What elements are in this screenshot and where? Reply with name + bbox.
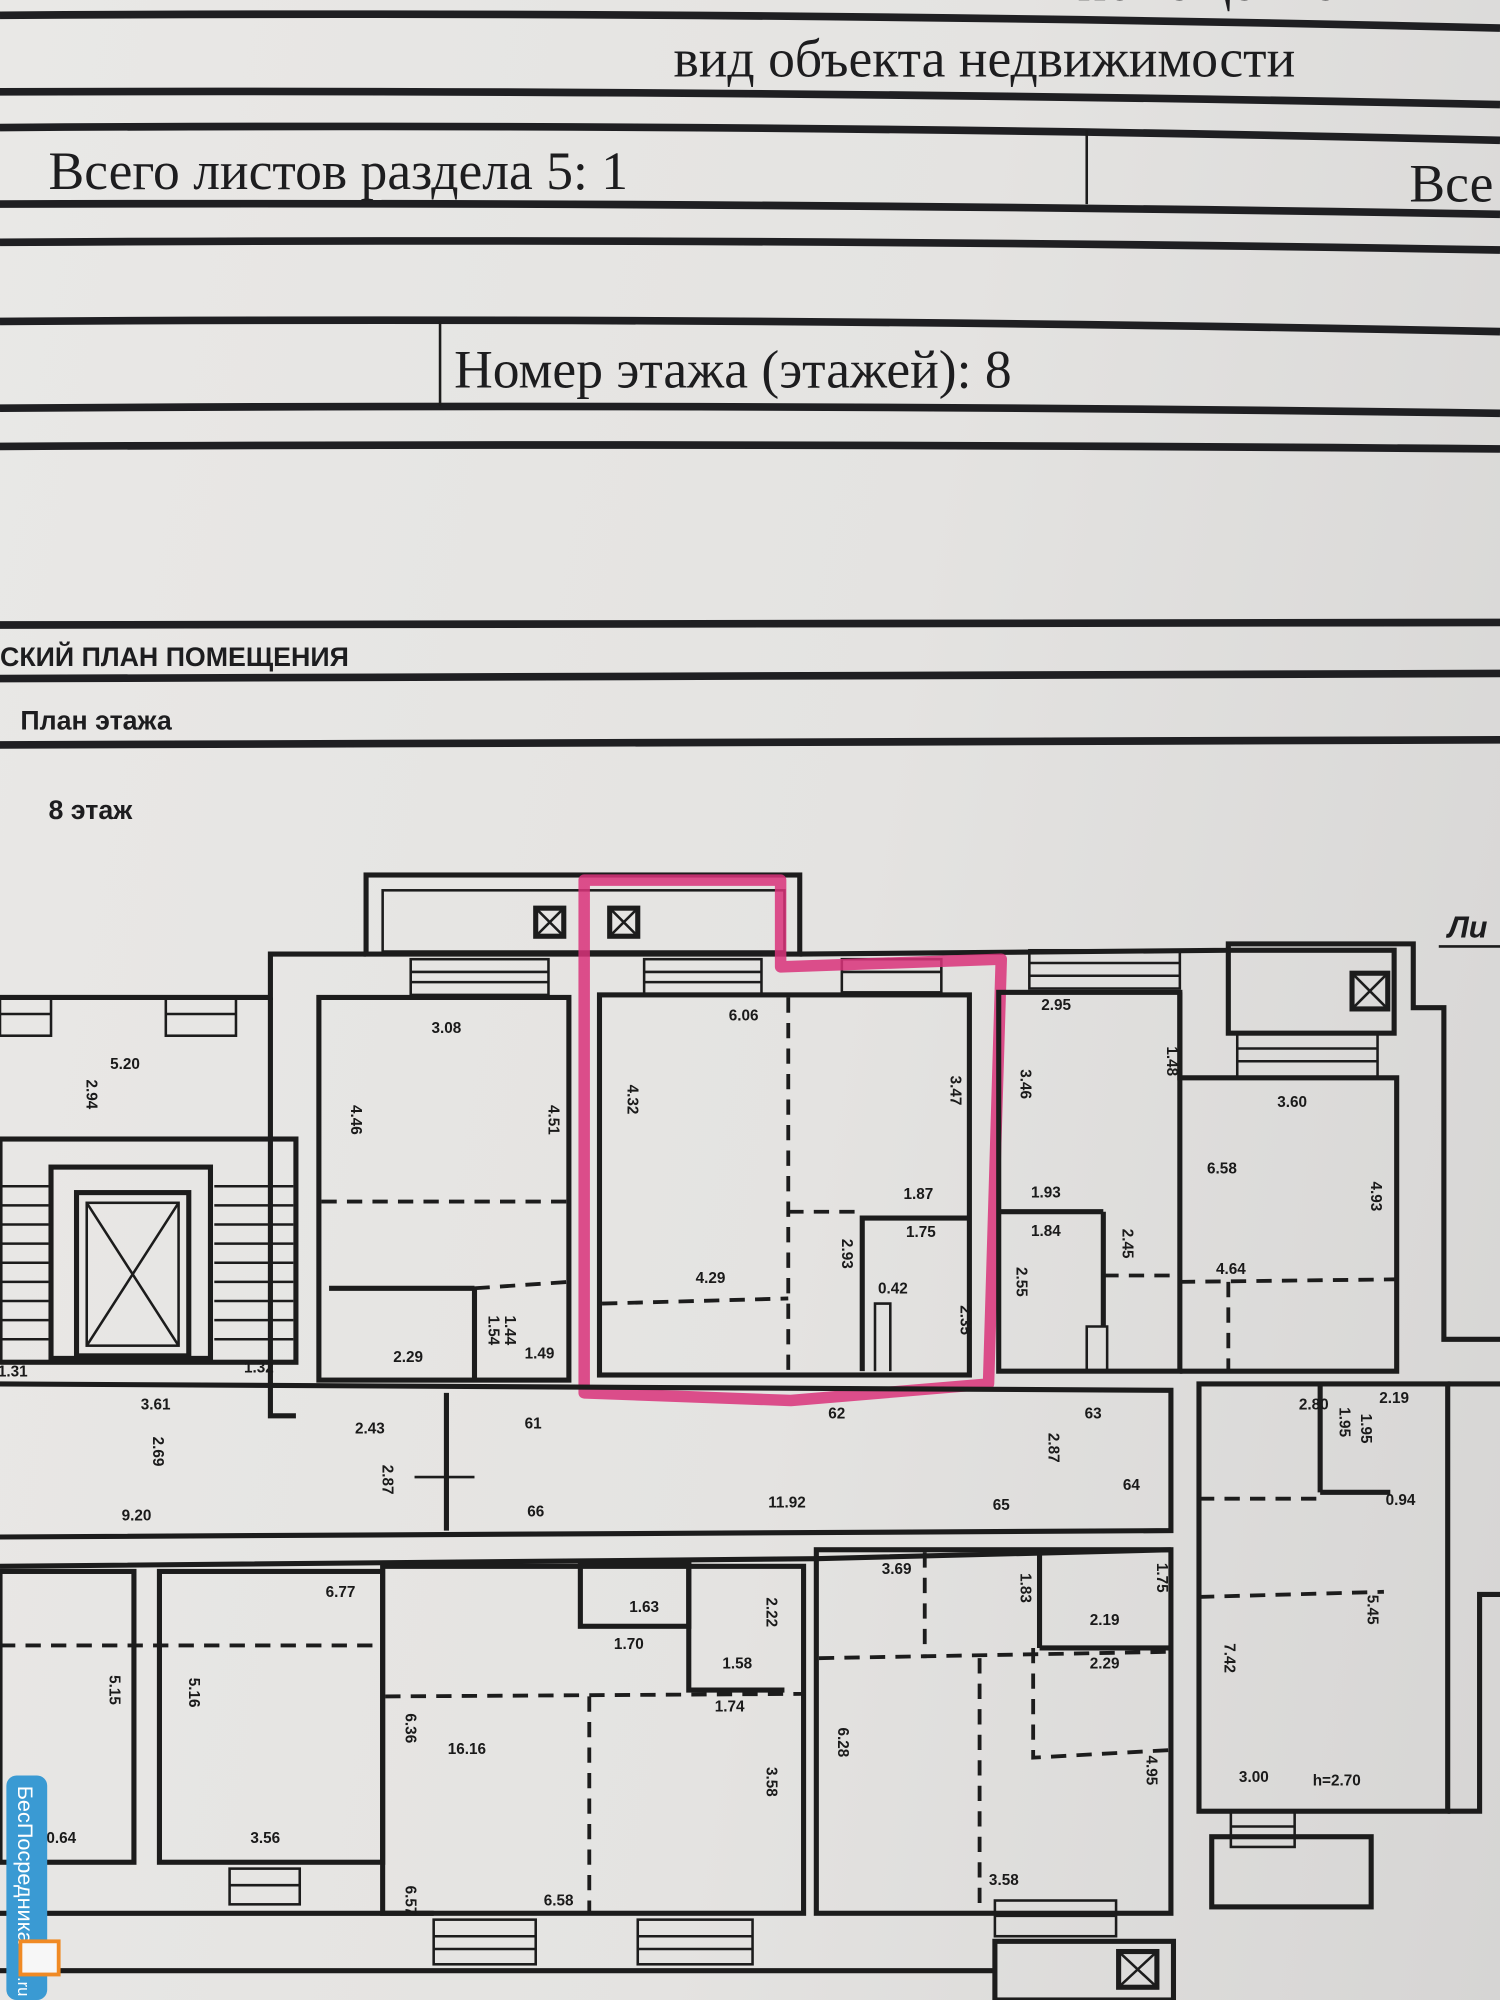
dimension-label: 1.95 bbox=[1357, 1414, 1374, 1444]
dimension-label: 0.42 bbox=[878, 1280, 908, 1297]
dimension-label: 1.87 bbox=[903, 1186, 933, 1203]
dimension-label: 6.77 bbox=[326, 1584, 356, 1601]
dimension-label: 2.45 bbox=[1118, 1229, 1135, 1259]
dimension-label: 3.46 bbox=[1016, 1069, 1033, 1099]
dimension-label: 1.44 bbox=[501, 1315, 518, 1345]
dimension-label: 5.16 bbox=[185, 1678, 202, 1708]
dimension-label: 1.48 bbox=[1163, 1046, 1180, 1076]
dimension-label: 65 bbox=[993, 1497, 1011, 1514]
dimension-label: 4.51 bbox=[544, 1105, 561, 1135]
dimension-label: 61 bbox=[525, 1416, 543, 1433]
dimension-label: 6.58 bbox=[544, 1893, 574, 1910]
dimension-label: 2.94 bbox=[83, 1079, 100, 1109]
dimension-label: 62 bbox=[828, 1405, 845, 1422]
dimension-label: 3.47 bbox=[946, 1076, 963, 1106]
dimension-label: 1.84 bbox=[1031, 1223, 1061, 1240]
dimension-label: 4.93 bbox=[1367, 1182, 1384, 1212]
dimension-label: 3.58 bbox=[989, 1872, 1019, 1889]
dimension-label: 1.83 bbox=[1016, 1573, 1033, 1603]
dimension-label: 2.29 bbox=[1090, 1655, 1120, 1672]
dimension-label: 1.70 bbox=[614, 1636, 644, 1653]
elevator-icon bbox=[73, 1190, 192, 1359]
stairs bbox=[0, 1184, 294, 1341]
watermark: БесПосредника .ru bbox=[6, 1775, 61, 2000]
dimension-label: 2.80 bbox=[1299, 1396, 1329, 1413]
dimension-label: 2.35 bbox=[956, 1305, 973, 1335]
dimension-label: 2.93 bbox=[838, 1239, 855, 1269]
dimension-label: 6.58 bbox=[1207, 1160, 1237, 1177]
section-subtitle: План этажа bbox=[20, 706, 172, 736]
dimension-label: 0.94 bbox=[1386, 1492, 1416, 1509]
dimension-label: h=2.70 bbox=[1313, 1773, 1361, 1790]
dimension-labels: 3.08 4.46 4.51 4.32 6.06 3.47 1.87 1.75 2.93 0.42… bbox=[0, 997, 1416, 1915]
dimension-label: 7.42 bbox=[1220, 1643, 1237, 1673]
dimension-label: 4.64 bbox=[1216, 1261, 1246, 1278]
dimension-label: 6.36 bbox=[402, 1713, 419, 1743]
dimension-label: 16.16 bbox=[448, 1741, 486, 1758]
dimension-label: 4.32 bbox=[624, 1085, 641, 1115]
dimension-label: 1.95 bbox=[1335, 1407, 1352, 1437]
dimension-label: 3.58 bbox=[763, 1767, 780, 1797]
section-title: СКИЙ ПЛАН ПОМЕЩЕНИЯ bbox=[0, 641, 349, 672]
dimension-label: 1.63 bbox=[629, 1599, 659, 1616]
dimension-label: 2.19 bbox=[1379, 1390, 1409, 1407]
dimension-label: 2.87 bbox=[379, 1465, 396, 1495]
dimension-label: 2.69 bbox=[149, 1437, 166, 1467]
dimension-label: 3.56 bbox=[250, 1830, 280, 1847]
floor-plan: 3.08 4.46 4.51 4.32 6.06 3.47 1.87 1.75 2.93 0.42… bbox=[0, 872, 1500, 2000]
dimension-label: 63 bbox=[1085, 1405, 1102, 1422]
dimension-label: 4.29 bbox=[696, 1270, 726, 1287]
dimension-label: 1.75 bbox=[1153, 1563, 1170, 1593]
dimension-label: 6.06 bbox=[729, 1007, 759, 1024]
dimension-label: 6.57 bbox=[402, 1886, 419, 1916]
dimension-label: 3.00 bbox=[1239, 1769, 1269, 1786]
dimension-label: 2.87 bbox=[1044, 1433, 1061, 1463]
dimension-label: 9.20 bbox=[122, 1507, 152, 1524]
dimension-label: 2.19 bbox=[1090, 1612, 1120, 1629]
dimension-label: 2.22 bbox=[763, 1597, 780, 1627]
dimension-label: 2.43 bbox=[355, 1421, 385, 1438]
dimension-label: 5.45 bbox=[1363, 1595, 1380, 1625]
vent-shaft-icon bbox=[533, 905, 641, 939]
bottom-windows bbox=[228, 1809, 1296, 1966]
watermark-text: БесПосредника bbox=[13, 1786, 38, 1945]
sheets-total-right-cut: Все bbox=[1409, 154, 1493, 214]
dimension-label: 3.61 bbox=[141, 1396, 171, 1413]
dimension-label: 2.95 bbox=[1041, 997, 1071, 1014]
dimension-label: 1.49 bbox=[525, 1345, 555, 1362]
floor-number: Номер этажа (этажей): 8 bbox=[454, 340, 1012, 400]
object-type-caption: вид объекта недвижимости bbox=[673, 29, 1295, 89]
plan-section-header: СКИЙ ПЛАН ПОМЕЩЕНИЯ План этажа 8 этаж Ли bbox=[0, 618, 1500, 948]
header-table: помещение вид объекта недвижимости Всего… bbox=[0, 0, 1500, 453]
dimension-label: 2.55 bbox=[1013, 1267, 1030, 1297]
dimension-label: 66 bbox=[527, 1504, 544, 1521]
dimension-label: 3.69 bbox=[882, 1561, 912, 1578]
dimension-label: 64 bbox=[1123, 1477, 1141, 1494]
dimension-label: 4.95 bbox=[1143, 1756, 1160, 1786]
dimension-label: 4.46 bbox=[347, 1105, 364, 1135]
dimension-label: 2.29 bbox=[393, 1349, 423, 1366]
dimension-label: 3.08 bbox=[432, 1020, 462, 1037]
apartment-highlight bbox=[578, 874, 1008, 1407]
dimension-label: 0.64 bbox=[46, 1830, 76, 1847]
dimension-label: 1.74 bbox=[715, 1699, 745, 1716]
dimension-label: 5.20 bbox=[110, 1056, 140, 1073]
cut-title: помещение bbox=[1078, 0, 1336, 12]
dimension-label: 1.58 bbox=[722, 1655, 752, 1672]
dimension-label: 3.60 bbox=[1277, 1094, 1307, 1111]
dimension-label: 1.31 bbox=[0, 1363, 28, 1380]
floor-label: 8 этаж bbox=[48, 795, 133, 825]
dimension-label: 1.75 bbox=[906, 1224, 936, 1241]
dimension-label: 5.15 bbox=[106, 1675, 123, 1705]
dimension-label: 11.92 bbox=[768, 1495, 805, 1512]
dimension-label: 1.54 bbox=[485, 1315, 502, 1345]
dimension-label: 1.93 bbox=[1031, 1185, 1061, 1202]
dimension-label: 1.32 bbox=[244, 1359, 274, 1376]
dimension-label: 6.28 bbox=[834, 1727, 851, 1757]
right-cut-label: Ли bbox=[1446, 910, 1488, 944]
watermark-domain: .ru bbox=[14, 1977, 33, 1996]
sheets-total: Всего листов раздела 5: 1 bbox=[48, 141, 628, 201]
